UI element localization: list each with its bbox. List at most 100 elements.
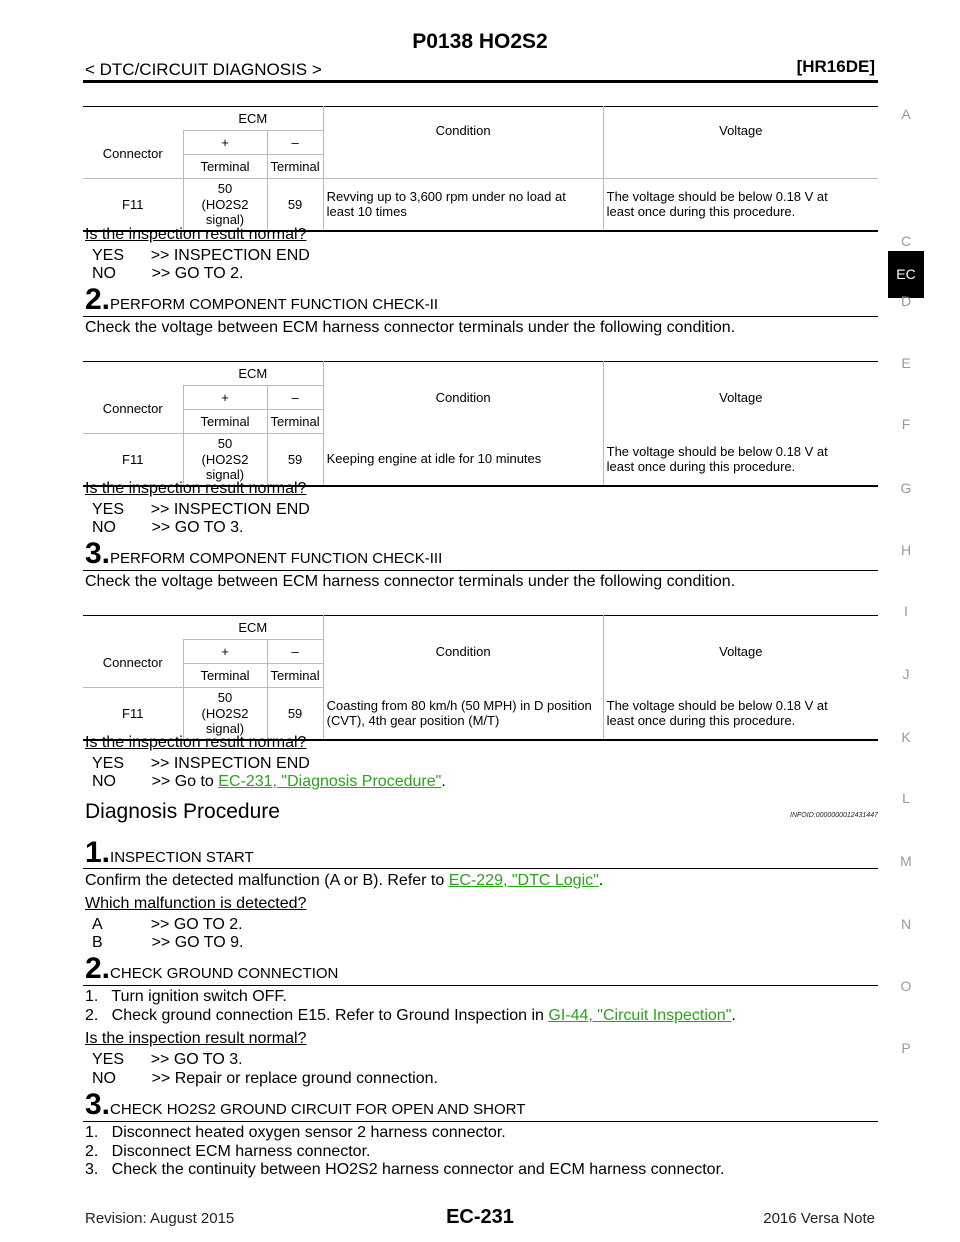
step-rule [83,1121,878,1122]
yes-result: YES >> INSPECTION END [92,501,310,518]
connector-header: Connector [83,639,184,688]
inspection-question: Is the inspection result normal? [85,734,307,751]
connector-cell: F11 [83,433,184,487]
index-letter[interactable]: E [901,355,911,371]
plus-terminal-cell: 50(HO2S2 signal) [183,687,268,741]
voltage-header: Voltage [603,361,878,434]
index-active-tab[interactable]: EC [888,251,924,298]
spec-table-2: ECM Condition Voltage Connector + – Term… [83,361,878,487]
minus-terminal-cell: 59 [267,433,324,487]
terminal-header: Terminal [267,409,324,434]
inspection-question: Is the inspection result normal? [85,1030,307,1047]
index-letter[interactable]: M [900,853,912,869]
index-letter[interactable]: D [900,293,912,309]
inspection-question: Is the inspection result normal? [85,480,307,497]
section-label: < DTC/CIRCUIT DIAGNOSIS > [85,60,322,79]
index-letter[interactable]: O [900,978,912,994]
condition-cell: Coasting from 80 km/h (50 MPH) in D posi… [323,687,604,741]
circuit-inspection-link[interactable]: GI-44, "Circuit Inspection" [548,1007,732,1024]
step-heading: 2.CHECK GROUND CONNECTION [85,952,339,985]
step-rule [83,570,878,571]
condition-header: Condition [323,106,604,155]
list-item: 1. Disconnect heated oxygen sensor 2 har… [85,1124,506,1141]
step-heading: 3.CHECK HO2S2 GROUND CIRCUIT FOR OPEN AN… [85,1088,526,1121]
no-result: NO >> Go to EC-231, "Diagnosis Procedure… [92,773,446,790]
yes-result: YES >> INSPECTION END [92,247,310,264]
condition-header: Condition [323,615,604,688]
terminal-header: Terminal [183,663,268,688]
no-result: NO >> Repair or replace ground connectio… [92,1070,438,1087]
page-title: P0138 HO2S2 [412,30,548,53]
revision-label: Revision: August 2015 [85,1210,235,1227]
terminal-header: Terminal [183,154,268,179]
ecm-header: ECM [183,106,324,131]
no-result: NO >> GO TO 2. [92,265,244,282]
page-number: EC-231 [446,1206,514,1228]
diagnosis-procedure-link[interactable]: EC-231, "Diagnosis Procedure" [218,773,442,790]
inspection-question: Is the inspection result normal? [85,226,307,243]
index-letter[interactable]: H [900,542,912,558]
instruction-text: Check the voltage between ECM harness co… [85,573,736,590]
list-item: 2. Check ground connection E15. Refer to… [85,1007,736,1024]
index-letter[interactable]: K [901,729,911,745]
instruction-text: Check the voltage between ECM harness co… [85,319,736,336]
step-heading: 1.INSPECTION START [85,836,254,869]
info-id: INFOID:0000000012431447 [790,812,878,819]
engine-label: [HR16DE] [796,57,875,76]
voltage-header: Voltage [603,106,878,155]
option-a-result: A >> GO TO 2. [92,916,243,933]
yes-result: YES >> INSPECTION END [92,755,310,772]
minus-terminal-cell: 59 [267,178,324,232]
connector-header: Connector [83,385,184,434]
index-letter[interactable]: A [901,106,911,122]
step-rule [83,985,878,986]
minus-header: – [267,385,324,410]
minus-header: – [267,639,324,664]
spec-table-1: ECM Condition Voltage Connector + – Term… [83,106,878,232]
index-letter[interactable]: I [904,603,908,619]
connector-cell: F11 [83,178,184,232]
ecm-header: ECM [183,361,324,386]
step-rule [83,868,878,869]
index-letter[interactable]: G [900,480,912,496]
header-rule [83,80,878,83]
list-item: 3. Check the continuity between HO2S2 ha… [85,1161,725,1178]
ecm-header: ECM [183,615,324,640]
yes-result: YES >> GO TO 3. [92,1051,243,1068]
plus-header: + [183,385,268,410]
index-letter[interactable]: P [901,1040,911,1056]
index-letter[interactable]: C [900,233,912,249]
connector-header: Connector [83,130,184,179]
instruction-text: Confirm the detected malfunction (A or B… [85,872,604,889]
section-heading: Diagnosis Procedure [85,800,280,823]
plus-terminal-cell: 50(HO2S2 signal) [183,433,268,487]
step-rule [83,316,878,317]
plus-header: + [183,639,268,664]
terminal-header: Terminal [183,409,268,434]
condition-cell: Keeping engine at idle for 10 minutes [323,433,604,487]
index-letter[interactable]: L [902,790,910,806]
step-heading: 3.PERFORM COMPONENT FUNCTION CHECK-III [85,537,443,570]
connector-cell: F11 [83,687,184,741]
voltage-header: Voltage [603,615,878,688]
spec-table-3: ECM Condition Voltage Connector + – Term… [83,615,878,741]
terminal-header: Terminal [267,154,324,179]
index-letter[interactable]: N [900,916,912,932]
model-label: 2016 Versa Note [763,1210,875,1227]
no-result: NO >> GO TO 3. [92,519,244,536]
terminal-header: Terminal [267,663,324,688]
list-item: 2. Disconnect ECM harness connector. [85,1143,371,1160]
option-b-result: B >> GO TO 9. [92,934,244,951]
condition-header: Condition [323,361,604,434]
plus-terminal-cell: 50(HO2S2 signal) [183,178,268,232]
minus-header: – [267,130,324,155]
dtc-logic-link[interactable]: EC-229, "DTC Logic" [448,872,599,889]
question-text: Which malfunction is detected? [85,895,307,912]
plus-header: + [183,130,268,155]
index-letter[interactable]: J [902,666,910,682]
step-heading: 2.PERFORM COMPONENT FUNCTION CHECK-II [85,283,439,316]
index-letter[interactable]: F [901,416,911,432]
